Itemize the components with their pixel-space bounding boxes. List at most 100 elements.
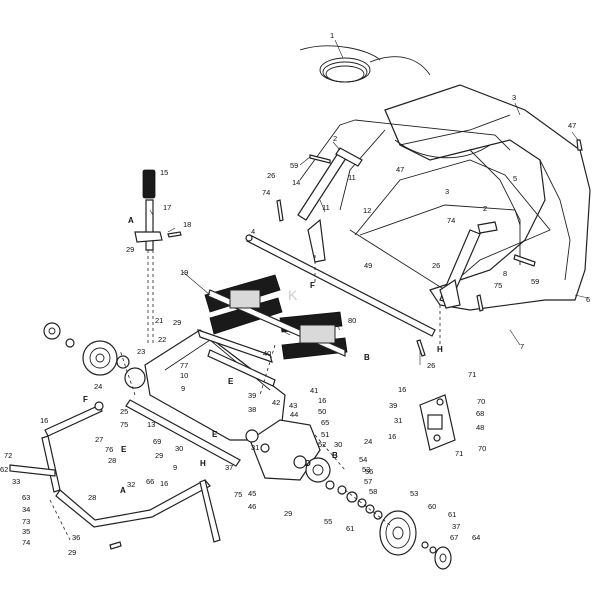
- callout: 66: [146, 477, 154, 486]
- callout: 3: [445, 187, 449, 196]
- callout: 16: [160, 479, 168, 488]
- callout: 9: [181, 384, 185, 393]
- callout: 50: [318, 407, 326, 416]
- callout: 29: [126, 245, 134, 254]
- callout: 59: [531, 277, 539, 286]
- callout: 22: [158, 335, 166, 344]
- callout: 8: [503, 269, 507, 278]
- callout: 58: [369, 487, 377, 496]
- callout: 54: [359, 455, 367, 464]
- callout: 13: [147, 420, 155, 429]
- callout: 24: [364, 437, 372, 446]
- callout: 75: [120, 420, 128, 429]
- ref-letter: F: [83, 395, 88, 404]
- callout: 72: [4, 451, 12, 460]
- callout: 30: [175, 444, 183, 453]
- reference-letters: A F H B E E H D A F E B: [83, 216, 443, 495]
- ref-letter: E: [121, 445, 127, 454]
- callout: 31: [251, 443, 259, 452]
- callout: 26: [432, 261, 440, 270]
- callout: 11: [348, 173, 356, 182]
- callout: 4: [251, 227, 255, 236]
- ref-letter: B: [332, 451, 338, 460]
- callout: 45: [248, 489, 256, 498]
- callout: 53: [362, 465, 370, 474]
- ref-letter: H: [200, 459, 206, 468]
- callout: 37: [225, 463, 233, 472]
- callout: 53: [410, 489, 418, 498]
- callout: 9: [173, 463, 177, 472]
- callout: 29: [173, 318, 181, 327]
- ref-letter: D: [305, 459, 311, 468]
- rod-4: [245, 234, 436, 337]
- ref-letter: F: [310, 281, 315, 290]
- callout: 6: [586, 295, 590, 304]
- callout: 67: [450, 533, 458, 542]
- callout: 75: [234, 490, 242, 499]
- callout: 16: [40, 416, 48, 425]
- callout: 70: [477, 397, 485, 406]
- brush-housing: [125, 329, 286, 467]
- callout: 56: [365, 467, 373, 476]
- callout: 3: [512, 93, 516, 102]
- callout: 36: [72, 533, 80, 542]
- callout: 5: [513, 174, 517, 183]
- side-bracket: [419, 394, 456, 451]
- callout: 34: [22, 505, 30, 514]
- callout: 51: [321, 430, 329, 439]
- callout: 77: [180, 361, 188, 370]
- callout: 71: [468, 370, 476, 379]
- callout: 25: [120, 407, 128, 416]
- ref-letter: H: [437, 345, 443, 354]
- callout: 10: [180, 371, 188, 380]
- callout: 14: [292, 178, 300, 187]
- right-gear-assembly: [245, 419, 331, 483]
- axle-hardware: [325, 480, 383, 520]
- callout: 41: [310, 386, 318, 395]
- callout: 61: [448, 510, 456, 519]
- callout: 69: [153, 437, 161, 446]
- callout: 74: [22, 538, 30, 547]
- callout: 74: [447, 216, 455, 225]
- right-wheel: [379, 510, 452, 570]
- cable-coil: [299, 45, 431, 83]
- callout: 18: [183, 220, 191, 229]
- callout: 64: [472, 533, 480, 542]
- callout: 29: [284, 509, 292, 518]
- callout: 27: [95, 435, 103, 444]
- callout: 47: [568, 121, 576, 130]
- callout: 31: [394, 416, 402, 425]
- assembly-lines: [49, 255, 441, 541]
- callout: 16: [388, 432, 396, 441]
- brush-assembly: [204, 274, 348, 360]
- callout: 43: [289, 401, 297, 410]
- callout: 52: [318, 440, 326, 449]
- callout: 39: [389, 401, 397, 410]
- callout: 71: [455, 449, 463, 458]
- callout: 37: [452, 522, 460, 531]
- callout: 29: [155, 451, 163, 460]
- callout: 33: [12, 477, 20, 486]
- callout: 74: [262, 188, 270, 197]
- callout: 48: [476, 423, 484, 432]
- callout: 42: [272, 398, 280, 407]
- callout: 2: [483, 204, 487, 213]
- callout: 40: [263, 349, 271, 358]
- leader-lines: [149, 39, 589, 365]
- callout: 70: [478, 444, 486, 453]
- ref-letter: B: [364, 353, 370, 362]
- callout: 26: [267, 171, 275, 180]
- ref-letter: E: [228, 377, 234, 386]
- callout: 19: [180, 268, 188, 277]
- callout: 62: [0, 465, 8, 474]
- callout: 63: [22, 493, 30, 502]
- callout: 29: [68, 548, 76, 557]
- callout: 16: [398, 385, 406, 394]
- callout: 75: [494, 281, 502, 290]
- left-gear-assembly: [43, 322, 146, 389]
- callout: 1: [330, 31, 334, 40]
- callout: 35: [22, 527, 30, 536]
- callout: 28: [88, 493, 96, 502]
- hopper-bag: [384, 84, 591, 311]
